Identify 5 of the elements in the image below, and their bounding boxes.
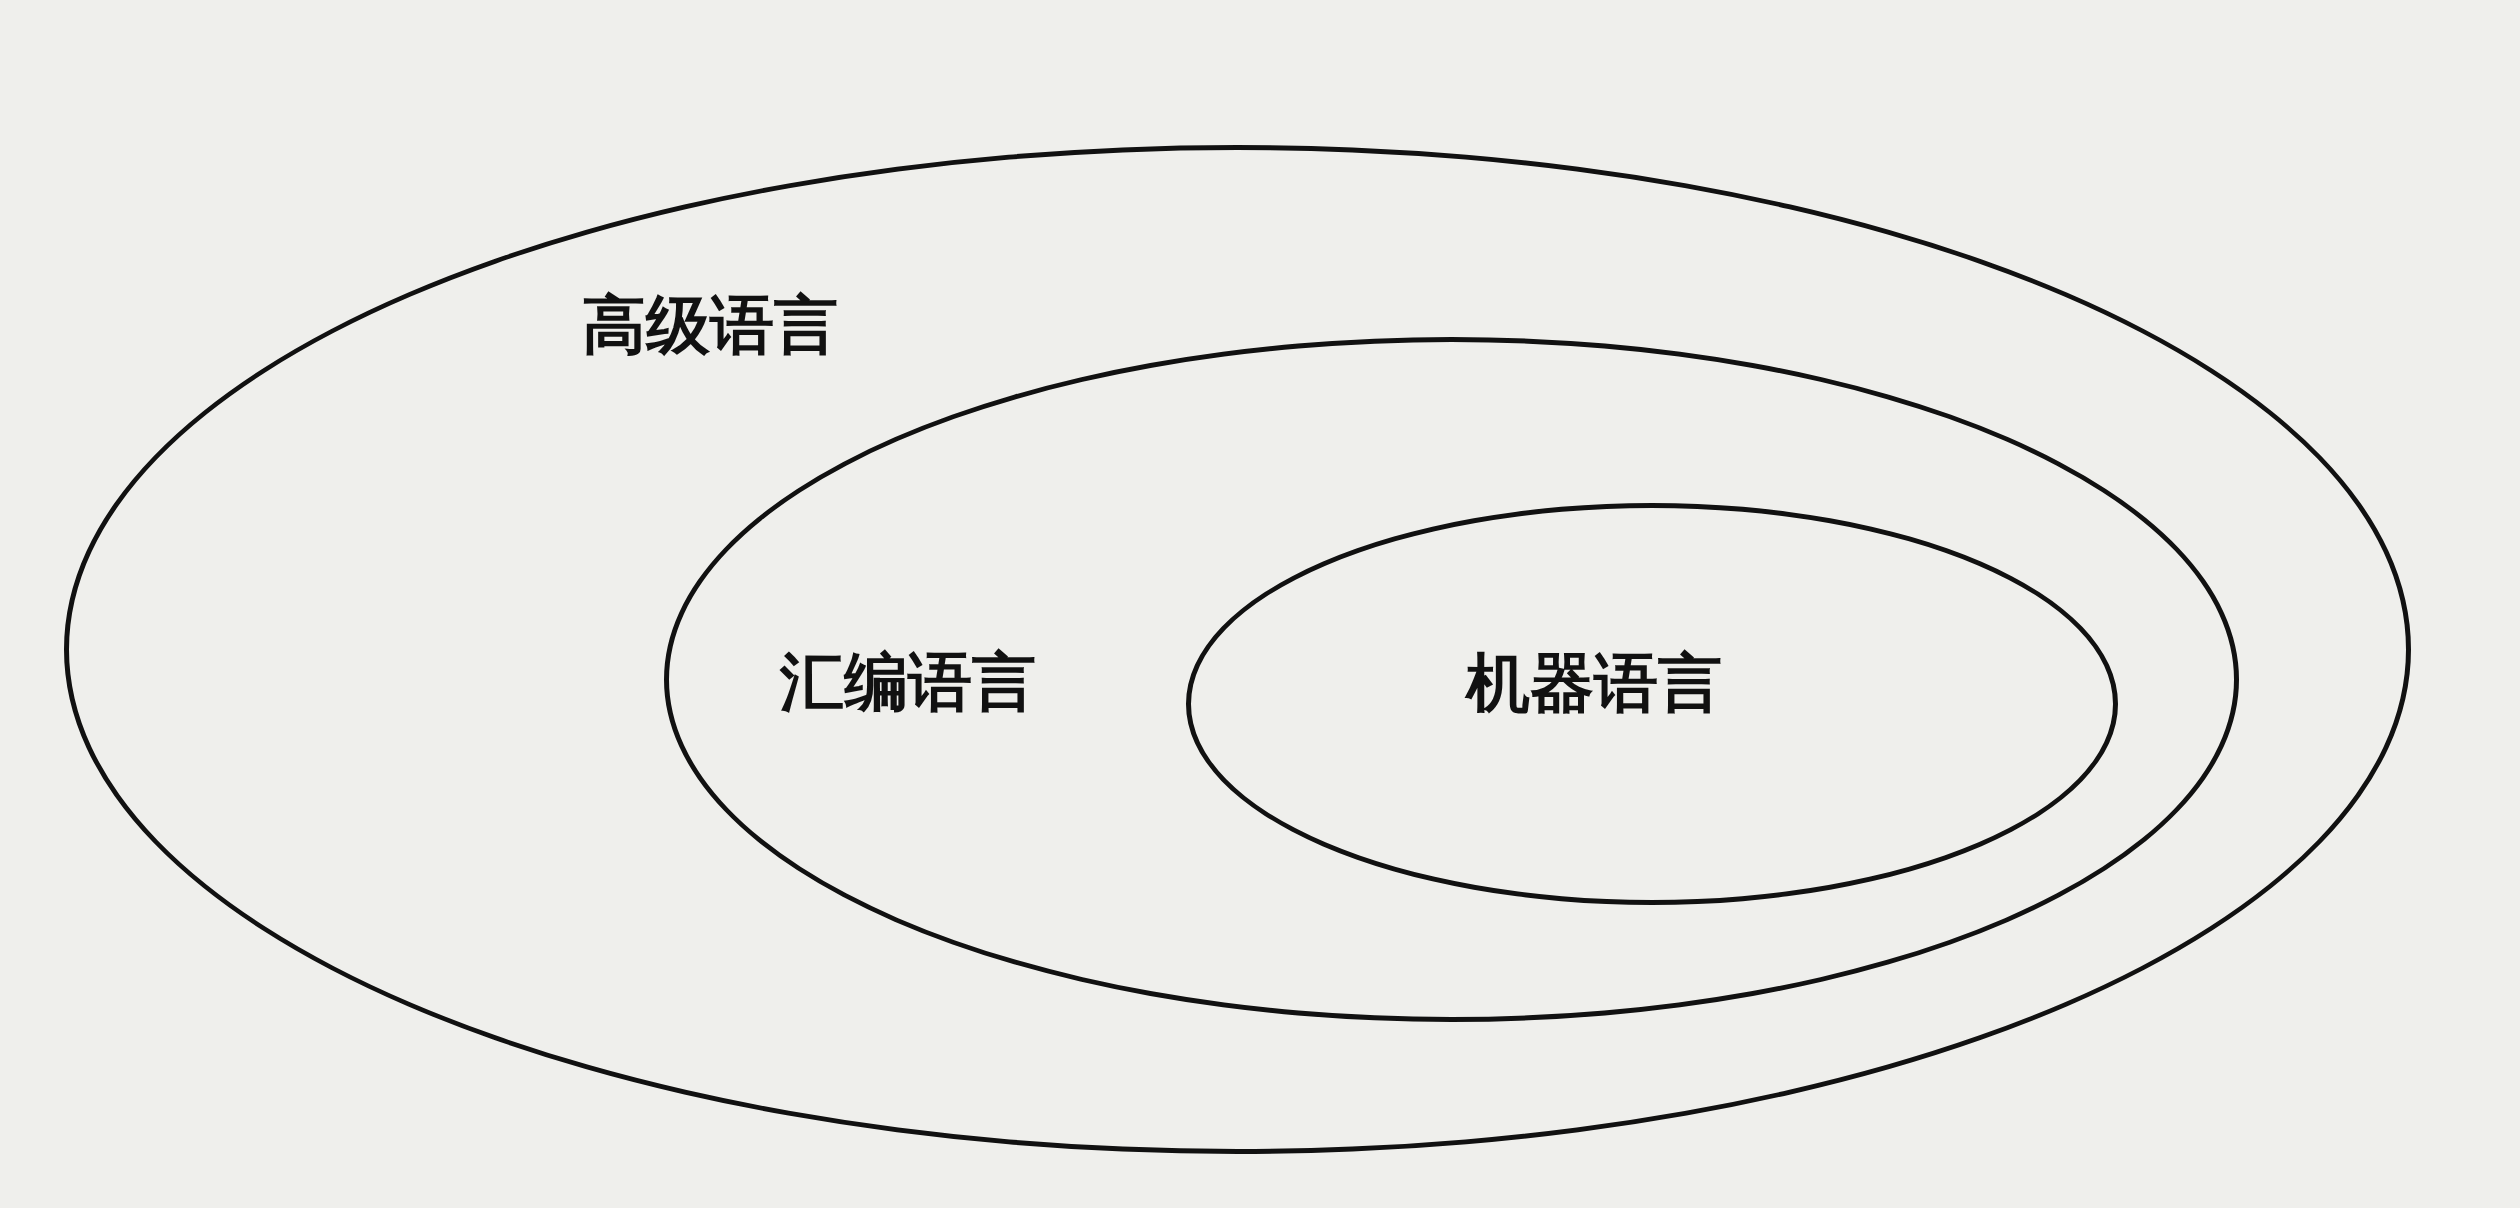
region-label: 高级语言 — [582, 290, 838, 361]
ellipse-region — [64, 145, 2411, 1154]
region-label: 汇编语言 — [780, 647, 1036, 718]
ellipse-region — [1186, 503, 2118, 905]
region-label: 机器语言 — [1466, 648, 1722, 719]
